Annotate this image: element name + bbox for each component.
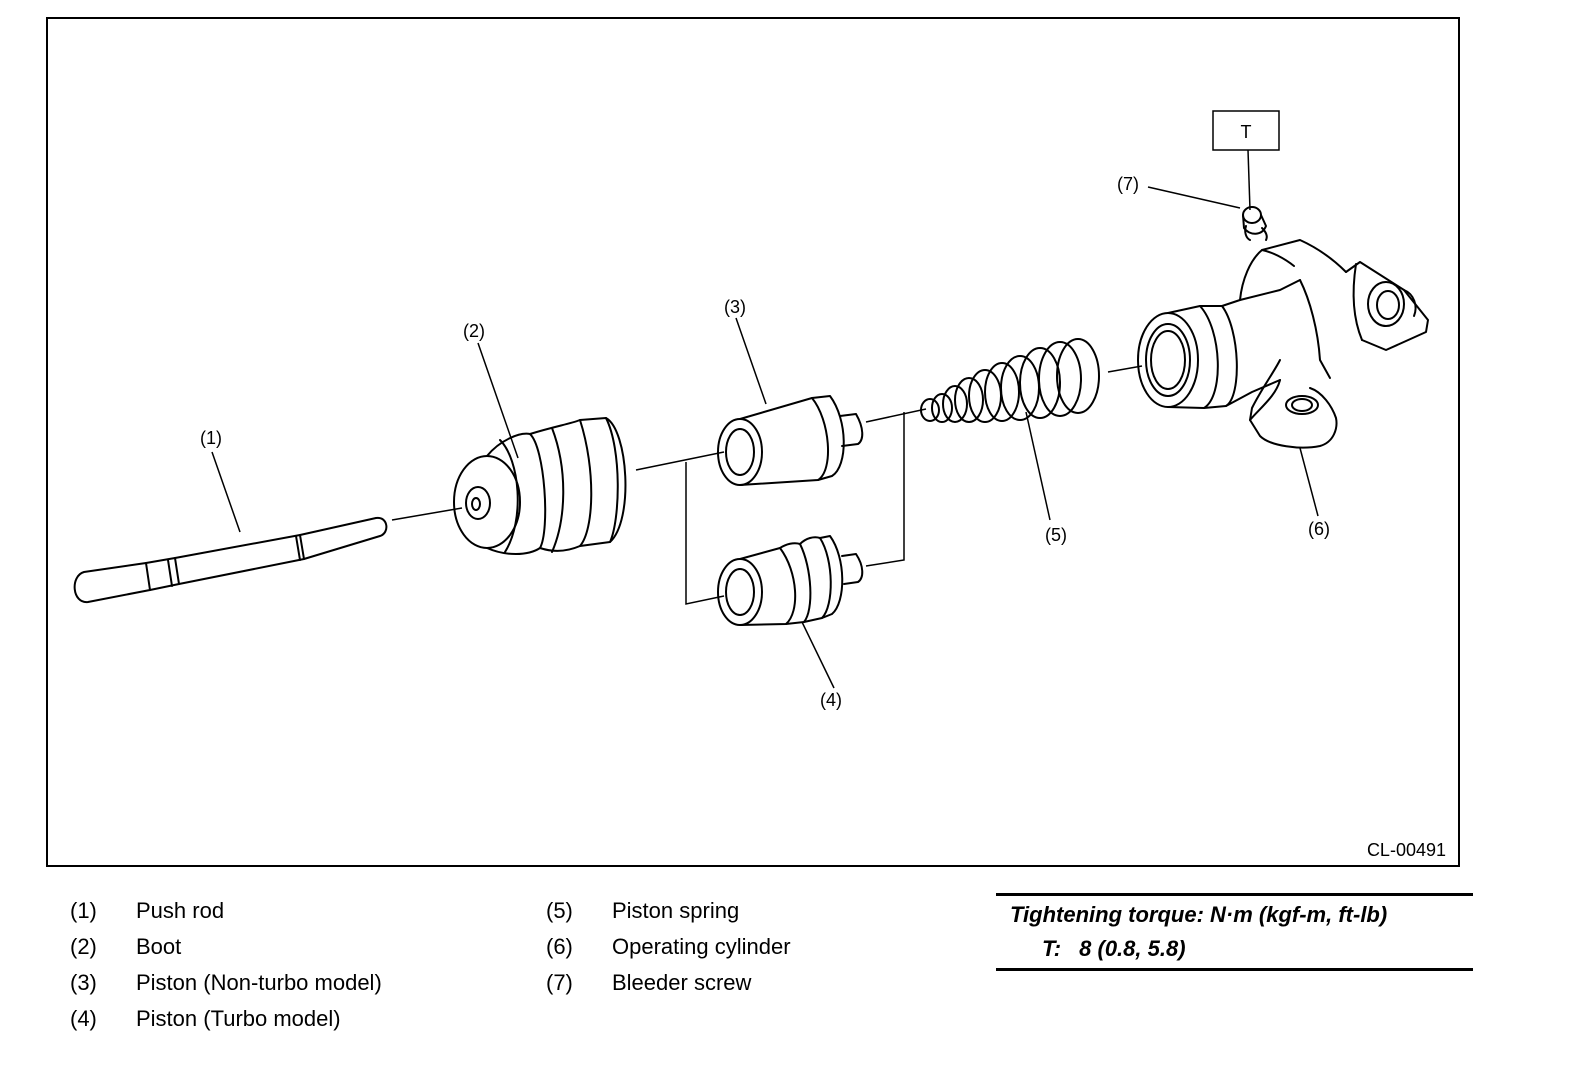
legend-item: (2) Boot: [70, 929, 382, 965]
legend-item: (5) Piston spring: [546, 893, 791, 929]
piston-turbo: [717, 535, 864, 626]
legend-number: (4): [70, 1006, 97, 1031]
legend-number: (7): [546, 970, 573, 995]
torque-value: 8 (0.8, 5.8): [1079, 936, 1186, 961]
leader-lines: [211, 149, 1319, 689]
leader-4: [801, 621, 835, 689]
torque-box-label: T: [1241, 122, 1252, 142]
callout-2: (2): [463, 321, 485, 341]
callout-5: (5): [1045, 525, 1067, 545]
diagram-frame: [46, 17, 1460, 867]
assembly-line-piston4-spring: [865, 412, 905, 567]
leader-1: [211, 451, 241, 533]
legend-label: Boot: [136, 934, 182, 959]
legend-label: Piston (Turbo model): [136, 1006, 341, 1031]
legend-number: (5): [546, 898, 573, 923]
leader-t: [1247, 149, 1251, 211]
legend-item: (4) Piston (Turbo model): [70, 1001, 382, 1037]
legend-item: (1) Push rod: [70, 893, 382, 929]
leader-3: [735, 317, 767, 405]
legend-label: Piston spring: [612, 898, 740, 923]
callout-6: (6): [1308, 519, 1330, 539]
assembly-line-bracket-left: [685, 462, 725, 605]
piston-spring: [920, 338, 1100, 423]
leader-6: [1299, 447, 1319, 517]
legend-number: (2): [70, 934, 97, 959]
assembly-line-rod-boot: [391, 507, 463, 521]
callout-3: (3): [724, 297, 746, 317]
push-rod: [73, 516, 388, 604]
figure-code: CL-00491: [1367, 840, 1446, 860]
callout-4: (4): [820, 690, 842, 710]
bleeder-screw: [1242, 206, 1268, 241]
legend-label: Bleeder screw: [612, 970, 752, 995]
legend-item: (7) Bleeder screw: [546, 965, 791, 1001]
legend-column-1: (1) Push rod (2) Boot (3) Piston (Non-turbo…: [70, 893, 382, 1037]
legend-item: (3) Piston (Non-turbo model): [70, 965, 382, 1001]
boot: [453, 417, 627, 555]
operating-cylinder: [1137, 239, 1429, 449]
legend-number: (1): [70, 898, 97, 923]
assembly-line-piston3-spring: [865, 408, 927, 423]
legend-label: Operating cylinder: [612, 934, 791, 959]
legend-label: Push rod: [136, 898, 225, 923]
legend-label: Piston (Non-turbo model): [136, 970, 382, 995]
legend-column-2: (5) Piston spring (6) Operating cylinder (…: [546, 893, 791, 1001]
leader-5: [1025, 411, 1051, 521]
tightening-torque-box: Tightening torque: N·m (kgf-m, ft-lb) T:…: [996, 893, 1473, 971]
assembly-line-spring-cylinder: [1107, 365, 1143, 373]
torque-label: T:: [1042, 936, 1062, 961]
legend-number: (6): [546, 934, 573, 959]
callout-7: (7): [1117, 174, 1139, 194]
leader-2: [477, 342, 519, 459]
piston-non-turbo: [717, 395, 864, 486]
leader-7: [1147, 186, 1241, 209]
torque-box: [1212, 110, 1280, 151]
assembly-line-boot-piston: [635, 451, 725, 471]
torque-spec: T: 8 (0.8, 5.8): [1042, 936, 1186, 962]
callout-1: (1): [200, 428, 222, 448]
legend-item: (6) Operating cylinder: [546, 929, 791, 965]
torque-heading: Tightening torque: N·m (kgf-m, ft-lb): [1010, 902, 1388, 927]
legend-number: (3): [70, 970, 97, 995]
